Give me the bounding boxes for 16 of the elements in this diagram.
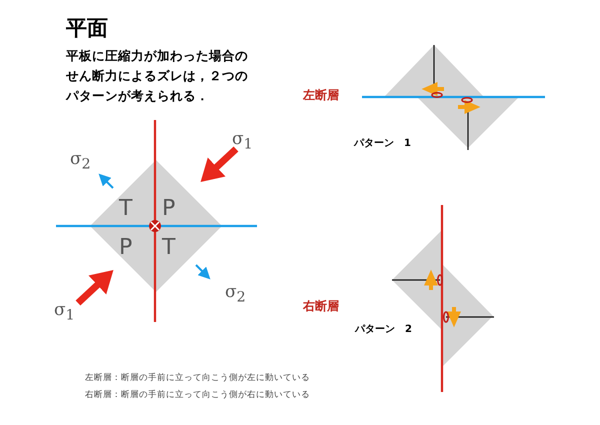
pattern-label: パターン 1 bbox=[354, 137, 411, 150]
quadrant-letter: T bbox=[119, 196, 132, 221]
fault-name: 左断層 bbox=[303, 87, 339, 104]
stress-label: σ$_{2}$ bbox=[70, 149, 91, 172]
description-text: 平板に圧縮力が加わった場合のせん断力によるズレは，２つのパターンが考えられる． bbox=[66, 47, 249, 105]
fault-name: 右断層 bbox=[303, 298, 339, 315]
note-text: 左断層：断層の手前に立って向こう側が左に動いている bbox=[85, 372, 310, 384]
quadrant-letter: P bbox=[119, 235, 132, 260]
stress-label: σ$_{1}$ bbox=[54, 300, 75, 324]
pattern-label: パターン 2 bbox=[355, 323, 412, 336]
quadrant-letter: T bbox=[162, 235, 176, 260]
stress-label: σ$_{1}$ bbox=[232, 129, 253, 152]
note-text: 右断層：断層の手前に立って向こう側が右に動いている bbox=[85, 389, 310, 401]
stress-label: σ$_{2}$ bbox=[225, 282, 246, 306]
quadrant-letter: P bbox=[162, 196, 176, 221]
title: 平面 bbox=[66, 15, 108, 42]
